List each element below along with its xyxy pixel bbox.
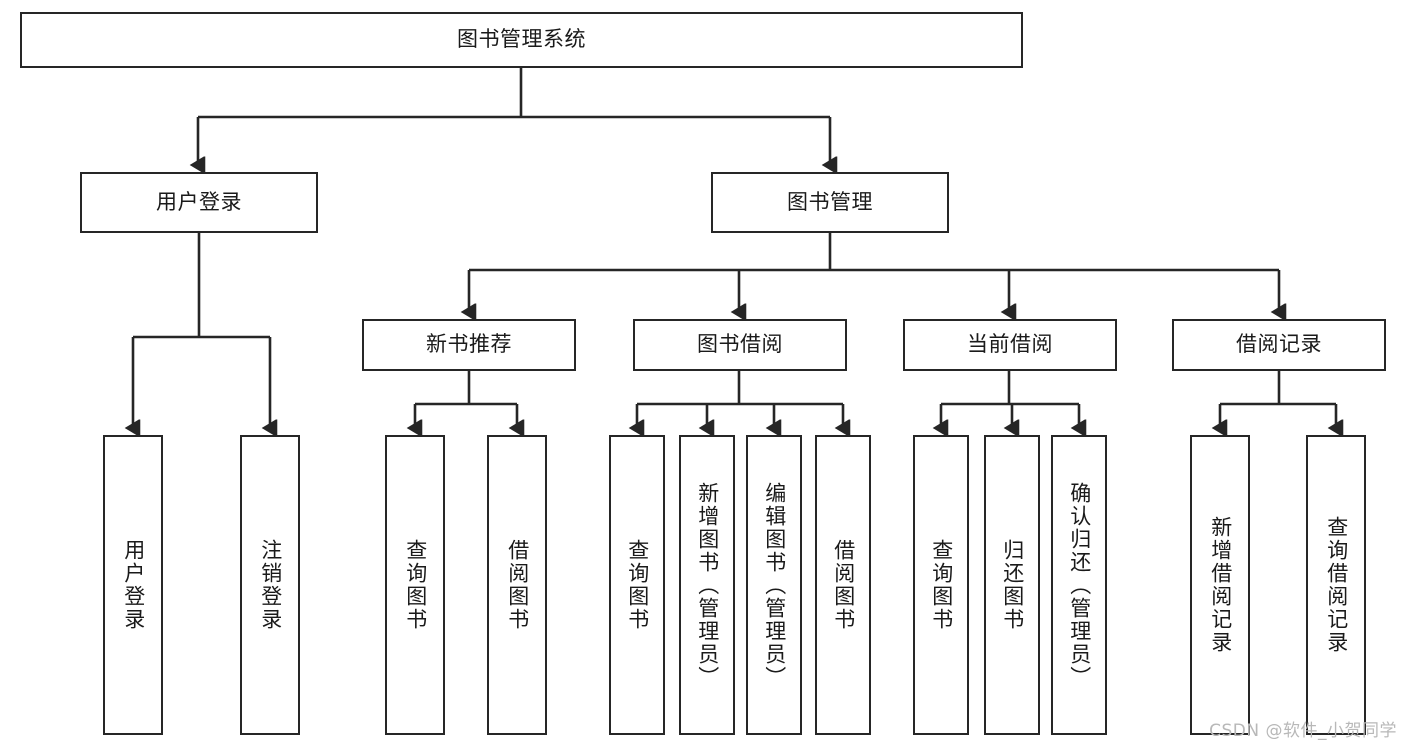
node-leaf-edit-book-label: 编辑图书（管理员） (762, 481, 787, 689)
node-leaf-query-book-2-label: 查询图书 (625, 539, 650, 631)
node-leaf-edit-book[interactable]: 编辑图书（管理员） (746, 435, 802, 735)
node-user-login-label: 用户登录 (156, 189, 242, 214)
watermark-label: CSDN @软件_小贺同学 (1209, 721, 1397, 741)
node-current-borrow[interactable]: 当前借阅 (903, 319, 1117, 371)
node-leaf-user-login[interactable]: 用户登录 (103, 435, 163, 735)
node-user-login[interactable]: 用户登录 (80, 172, 318, 233)
node-leaf-query-record[interactable]: 查询借阅记录 (1306, 435, 1366, 735)
node-leaf-add-record[interactable]: 新增借阅记录 (1190, 435, 1250, 735)
node-leaf-user-login-label: 用户登录 (121, 539, 146, 631)
node-leaf-borrow-book-2[interactable]: 借阅图书 (815, 435, 871, 735)
node-current-borrow-label: 当前借阅 (967, 332, 1053, 357)
node-book-borrow[interactable]: 图书借阅 (633, 319, 847, 371)
node-leaf-query-book-1-label: 查询图书 (403, 539, 428, 631)
node-leaf-add-record-label: 新增借阅记录 (1208, 516, 1233, 654)
node-leaf-query-book-3[interactable]: 查询图书 (913, 435, 969, 735)
node-book-borrow-label: 图书借阅 (697, 332, 783, 357)
node-leaf-borrow-book-1[interactable]: 借阅图书 (487, 435, 547, 735)
node-leaf-return-book[interactable]: 归还图书 (984, 435, 1040, 735)
node-leaf-query-book-1[interactable]: 查询图书 (385, 435, 445, 735)
node-new-book-recommend[interactable]: 新书推荐 (362, 319, 576, 371)
node-leaf-logout-label: 注销登录 (258, 539, 283, 631)
node-root-label: 图书管理系统 (457, 27, 586, 52)
node-new-book-recommend-label: 新书推荐 (426, 332, 512, 357)
node-borrow-record-label: 借阅记录 (1236, 332, 1322, 357)
node-leaf-query-book-3-label: 查询图书 (929, 539, 954, 631)
node-book-manage-label: 图书管理 (787, 189, 873, 214)
node-leaf-query-record-label: 查询借阅记录 (1324, 516, 1349, 654)
node-borrow-record[interactable]: 借阅记录 (1172, 319, 1386, 371)
node-leaf-borrow-book-2-label: 借阅图书 (831, 539, 856, 631)
node-leaf-confirm-return-label: 确认归还（管理员） (1067, 481, 1092, 689)
node-leaf-query-book-2[interactable]: 查询图书 (609, 435, 665, 735)
node-leaf-add-book-label: 新增图书（管理员） (695, 481, 720, 689)
node-leaf-borrow-book-1-label: 借阅图书 (505, 539, 530, 631)
node-leaf-logout[interactable]: 注销登录 (240, 435, 300, 735)
node-leaf-add-book[interactable]: 新增图书（管理员） (679, 435, 735, 735)
node-leaf-confirm-return[interactable]: 确认归还（管理员） (1051, 435, 1107, 735)
node-book-manage[interactable]: 图书管理 (711, 172, 949, 233)
node-leaf-return-book-label: 归还图书 (1000, 539, 1025, 631)
node-root[interactable]: 图书管理系统 (20, 12, 1023, 68)
